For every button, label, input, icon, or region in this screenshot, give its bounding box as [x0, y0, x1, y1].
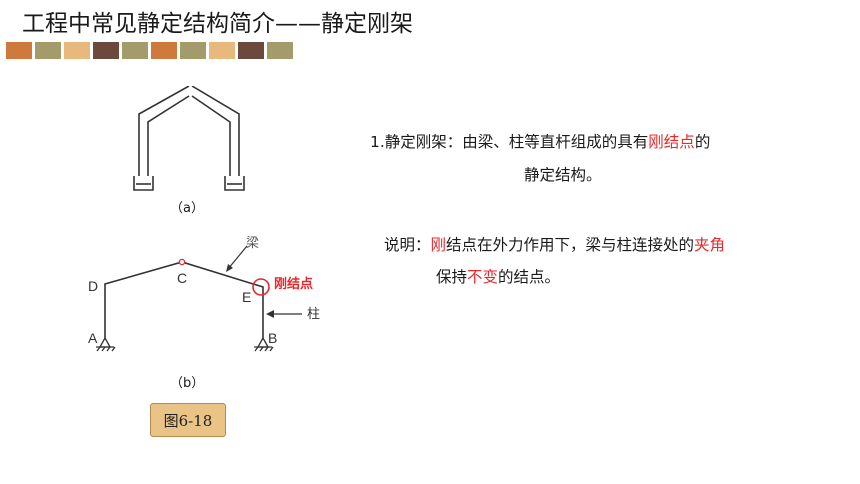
color-swatch [267, 42, 293, 59]
explanation-line-1: 说明：刚结点在外力作用下，梁与柱连接处的夹角 [384, 236, 726, 254]
beam-arrow [227, 245, 248, 270]
left-member-inner [147, 95, 190, 176]
right-member-outer [191, 86, 240, 176]
column-label: 柱 [307, 306, 320, 321]
label-d: D [88, 278, 98, 294]
support-b [254, 336, 274, 352]
color-swatch [151, 42, 177, 59]
figure-a-caption: （a） [170, 201, 204, 216]
color-swatch [6, 42, 32, 59]
left-member-outer [138, 86, 190, 176]
label-e: E [242, 289, 251, 305]
support-a [96, 336, 116, 352]
color-swatch [35, 42, 61, 59]
rigid-joint-marker [252, 278, 270, 296]
rigid-joint-label: 刚结点 [274, 276, 313, 291]
label-b: B [268, 330, 277, 346]
color-swatch [64, 42, 90, 59]
color-swatch [209, 42, 235, 59]
label-a: A [88, 330, 98, 346]
color-swatch [122, 42, 148, 59]
frame-diagram-b: D C E A B 梁 刚结点 柱 [88, 235, 320, 352]
color-swatch [238, 42, 264, 59]
beam-label: 梁 [246, 235, 259, 250]
right-support [224, 176, 245, 191]
label-c: C [177, 270, 187, 286]
definition-line-1: 1.静定刚架：由梁、柱等直杆组成的具有刚结点的 [370, 133, 711, 151]
decorative-color-bar [6, 42, 293, 59]
left-support [133, 176, 154, 191]
right-member-inner [191, 95, 231, 176]
color-swatch [180, 42, 206, 59]
page-title: 工程中常见静定结构简介——静定刚架 [22, 11, 413, 37]
figure-b-caption: （b） [170, 376, 205, 391]
frame-diagram-a [133, 86, 245, 191]
definition-line-2: 静定结构。 [524, 166, 602, 184]
color-swatch [93, 42, 119, 59]
figure-number-label: 图6-18 [150, 403, 226, 437]
hinge-c [178, 258, 186, 266]
explanation-line-2: 保持不变的结点。 [436, 268, 561, 286]
